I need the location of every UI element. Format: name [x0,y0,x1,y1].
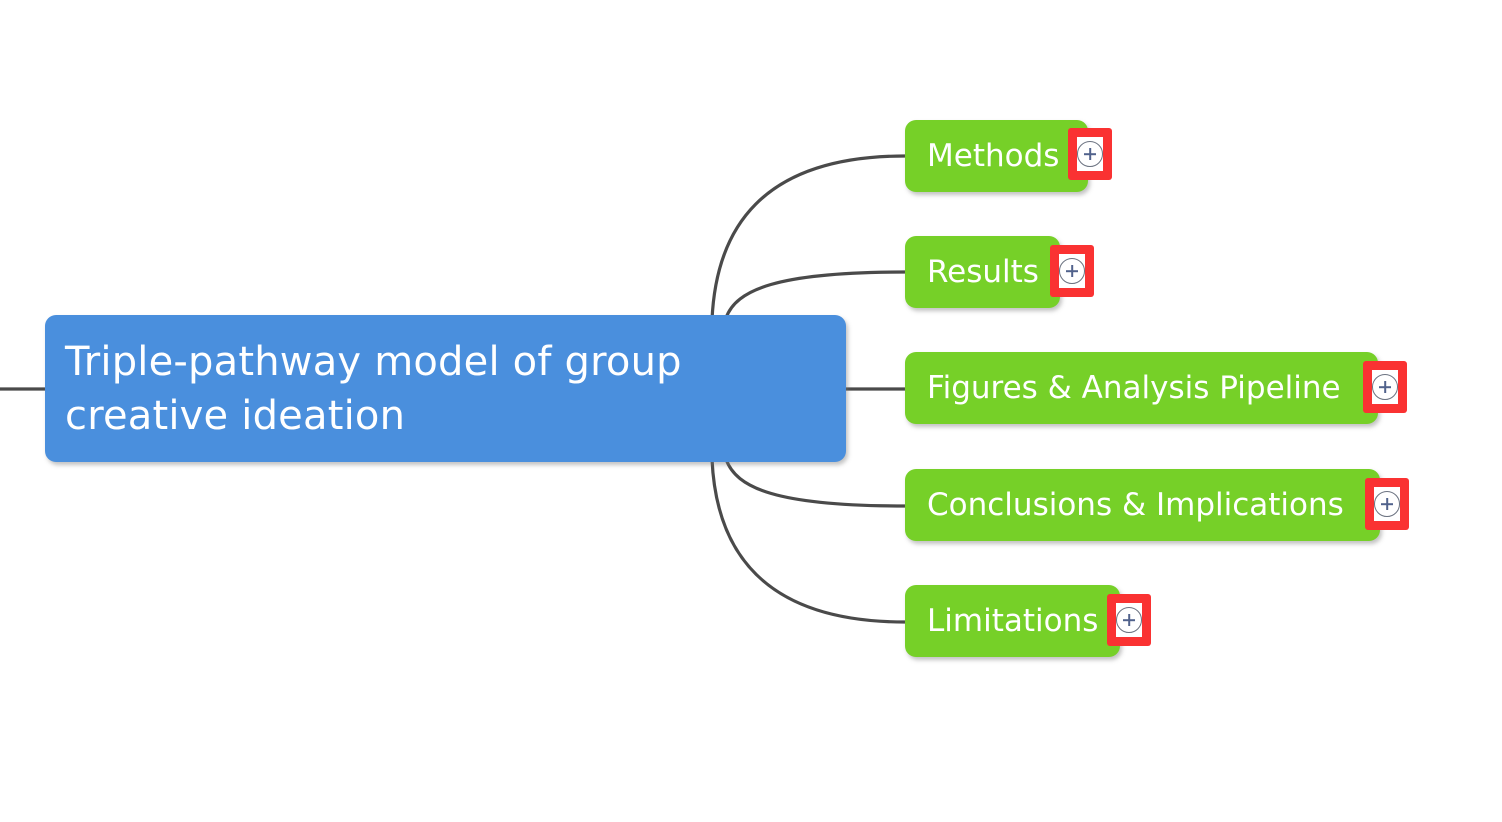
expand-button-limitations[interactable] [1107,594,1151,646]
branch-node-figures[interactable]: Figures & Analysis Pipeline [905,352,1378,424]
expand-button-methods[interactable] [1068,128,1112,180]
expand-button-results[interactable] [1050,245,1094,297]
branch-node-results[interactable]: Results [905,236,1060,308]
branch-node-methods[interactable]: Methods [905,120,1088,192]
branch-node-limitations[interactable]: Limitations [905,585,1120,657]
connector-to-limitations [710,457,907,624]
expand-button-face [1116,603,1142,637]
plus-circle-icon [1077,141,1103,167]
plus-circle-icon [1372,374,1398,400]
expand-button-face [1059,254,1085,288]
connector-to-conclusions [724,457,907,508]
branch-node-conclusions[interactable]: Conclusions & Implications [905,469,1380,541]
branch-node-label: Methods [927,138,1060,174]
expand-button-face [1374,487,1400,521]
branch-node-label: Limitations [927,603,1099,639]
expand-button-conclusions[interactable] [1365,478,1409,530]
expand-button-face [1077,137,1103,171]
plus-circle-icon [1116,607,1142,633]
root-node[interactable]: Triple-pathway model of group creative i… [45,315,846,462]
expand-button-face [1372,370,1398,404]
connector-to-results [724,270,907,320]
plus-circle-icon [1374,491,1400,517]
expand-button-figures[interactable] [1363,361,1407,413]
branch-node-label: Figures & Analysis Pipeline [927,370,1341,406]
branch-node-label: Results [927,254,1039,290]
root-node-label: Triple-pathway model of group creative i… [65,338,682,439]
connector-to-methods [710,154,907,322]
branch-node-label: Conclusions & Implications [927,487,1344,523]
plus-circle-icon [1059,258,1085,284]
